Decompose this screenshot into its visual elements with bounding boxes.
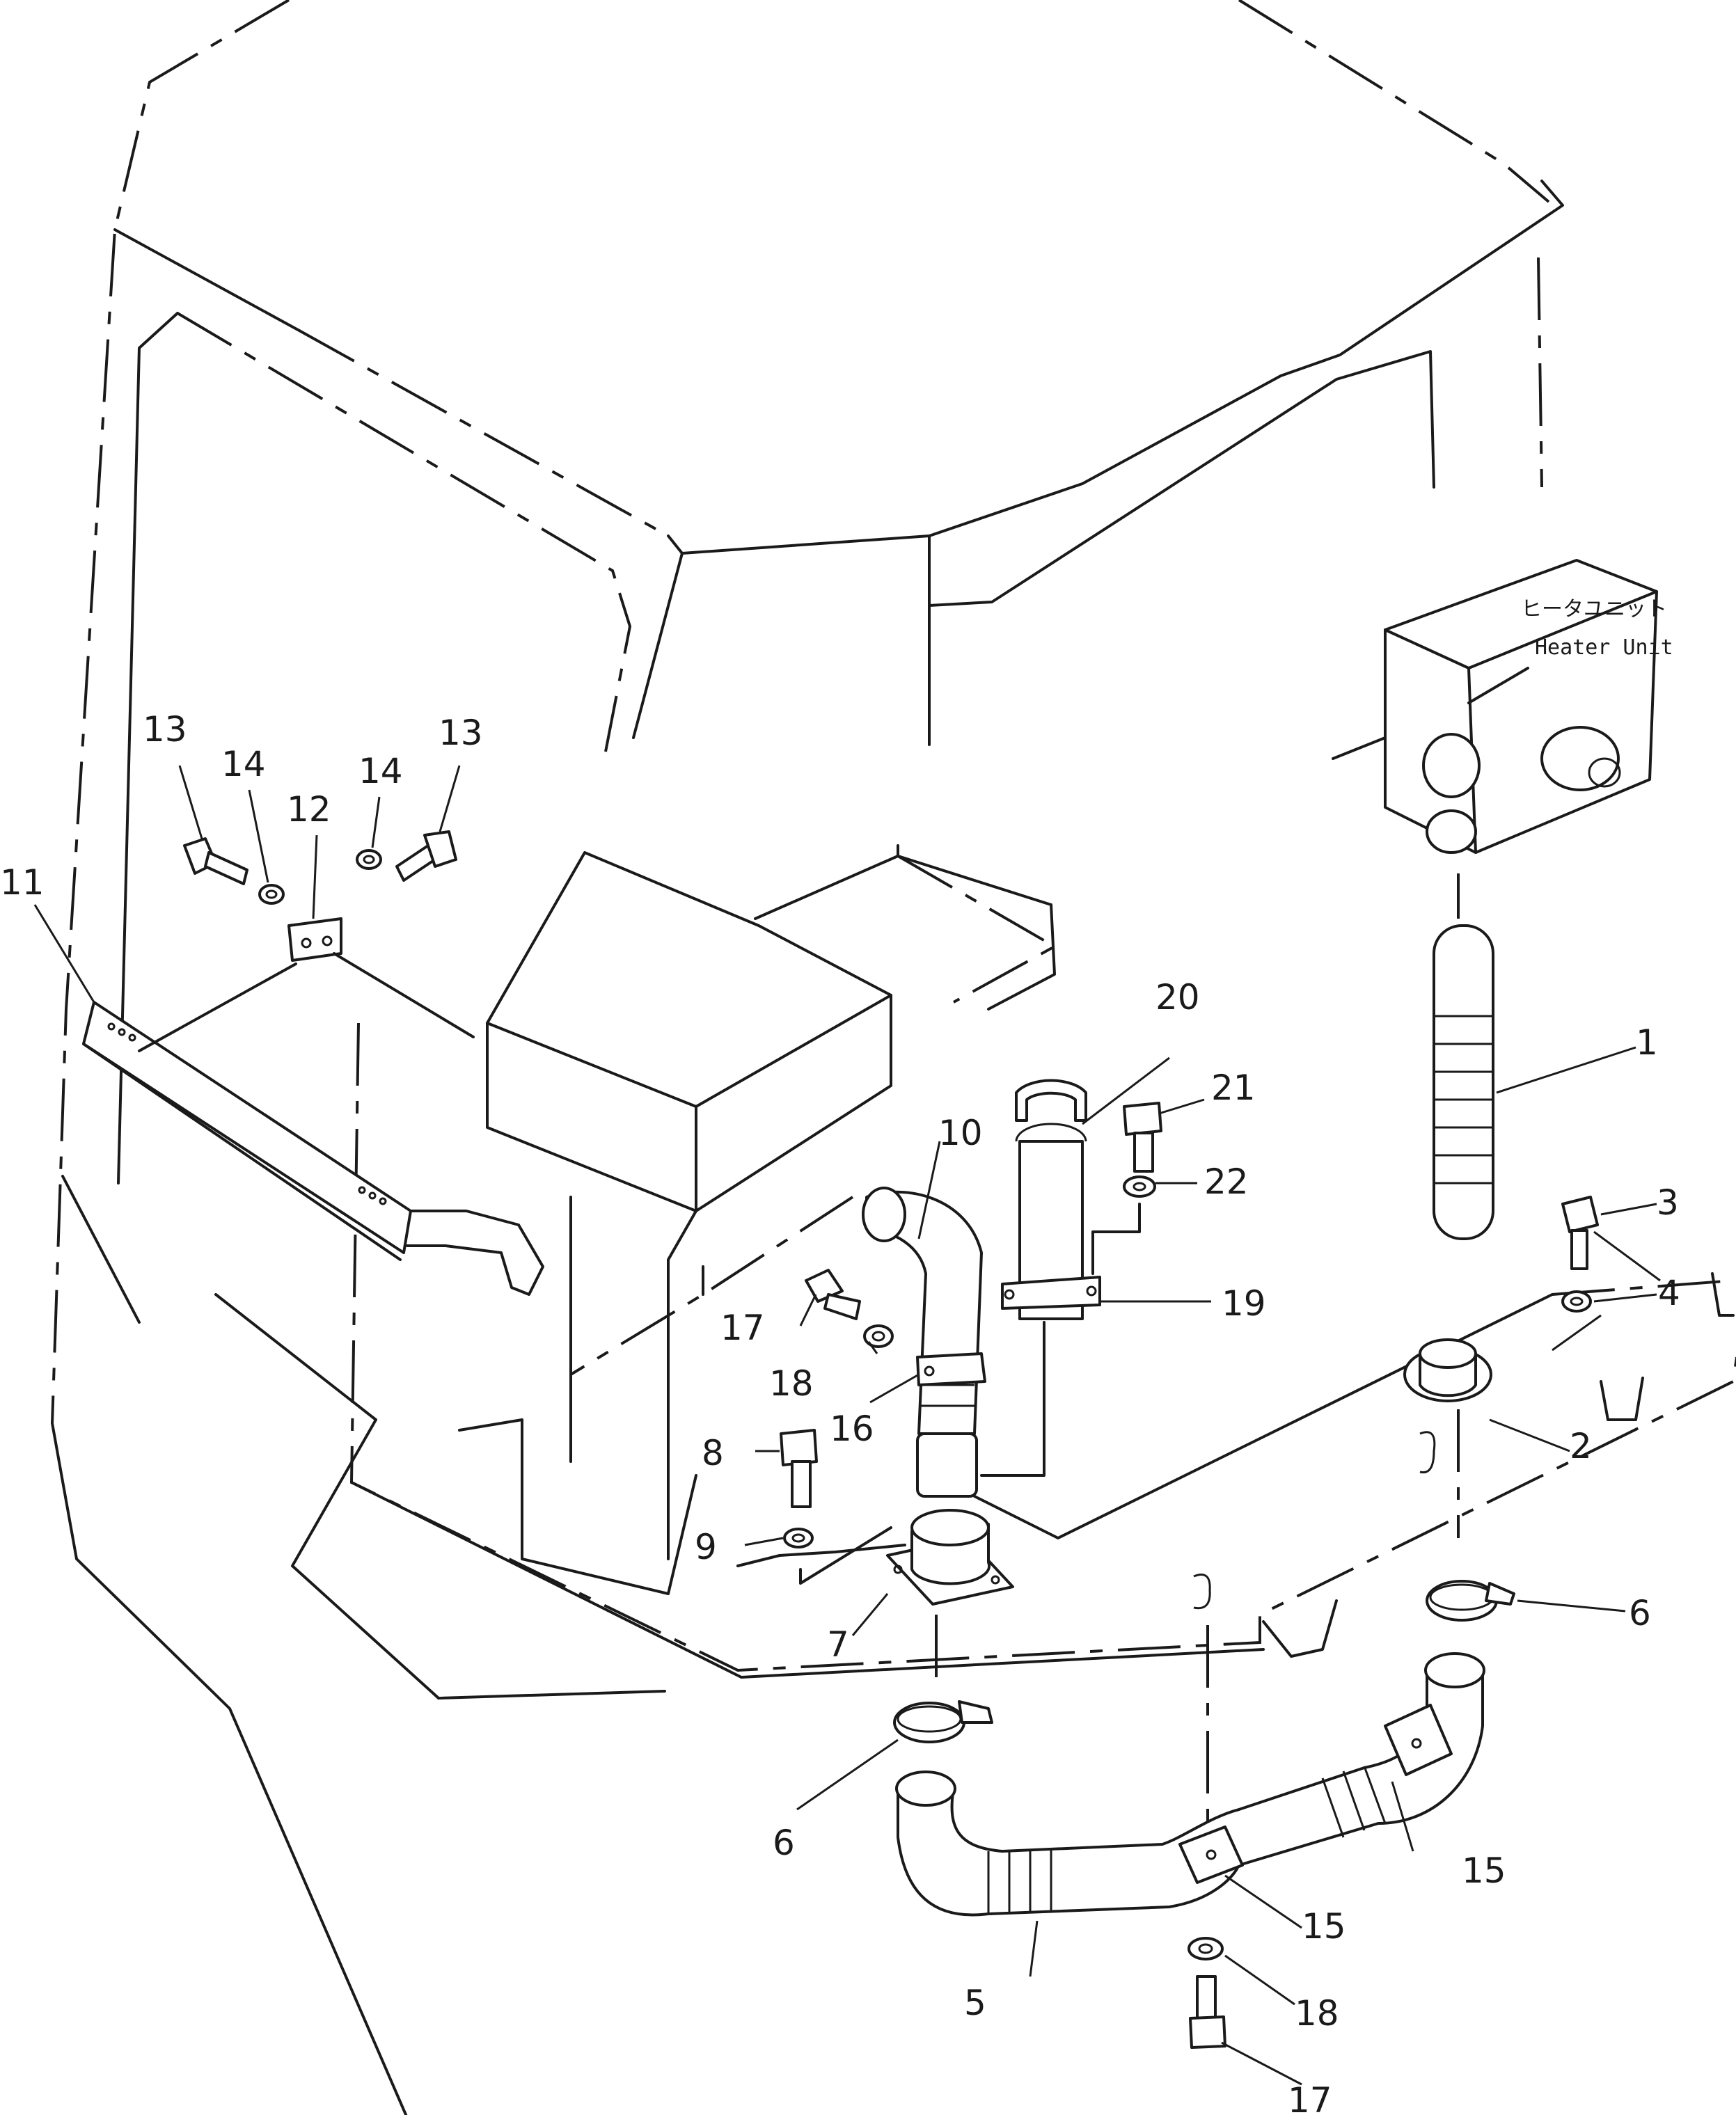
cab-outline	[51, 0, 1564, 2115]
bolt-8	[780, 1429, 818, 1508]
callout-6-left: 6	[773, 1823, 795, 1863]
callout-7: 7	[827, 1624, 849, 1665]
callout-11: 11	[0, 862, 45, 903]
leader-lines	[33, 765, 1661, 2086]
callout-13-left: 13	[143, 709, 187, 750]
callout-13-right: 13	[439, 713, 483, 753]
flange-7	[886, 1509, 1014, 1606]
callout-15-right: 15	[1462, 1851, 1506, 1891]
floor-panel	[349, 1022, 1736, 1679]
bolt-17-upper	[805, 1269, 861, 1320]
clip-20	[1015, 1079, 1087, 1122]
clamp-15-upper	[1384, 1704, 1453, 1776]
hose-1	[1433, 924, 1494, 1240]
clamp-16	[916, 1352, 986, 1386]
washer-18-upper	[863, 1324, 894, 1348]
callout-6-right: 6	[1629, 1593, 1651, 1633]
callout-5: 5	[964, 1983, 986, 2023]
bracket-12	[138, 917, 475, 1052]
pipe-with-cover	[1001, 1123, 1101, 1320]
seal-mark-right	[1419, 1431, 1436, 1474]
callout-16: 16	[830, 1409, 874, 1449]
clamp-6-right	[1426, 1580, 1515, 1622]
heater-unit-label-jp: ヒータユニット	[1521, 597, 1667, 621]
callout-3: 3	[1657, 1182, 1679, 1223]
callout-9: 9	[695, 1527, 717, 1567]
flange-2	[1403, 1338, 1492, 1402]
callout-14-right: 14	[358, 751, 403, 791]
bolt-17-lower	[1189, 1975, 1226, 2049]
washer-14-right	[356, 849, 382, 870]
washer-18-lower	[1187, 1937, 1224, 1960]
washer-9	[783, 1528, 814, 1548]
bolt-13-right	[395, 830, 457, 882]
seal-mark-center	[1193, 1574, 1211, 1610]
bolt-3	[1561, 1196, 1599, 1270]
callout-1: 1	[1636, 1022, 1658, 1063]
washer-4	[1561, 1290, 1592, 1313]
callout-14-left: 14	[221, 744, 266, 784]
callout-10: 10	[938, 1113, 983, 1153]
heater-unit	[1332, 559, 1658, 854]
bolt-8-leader	[799, 1526, 892, 1585]
pipe-leader	[980, 1321, 1045, 1477]
bolt-21	[1123, 1102, 1162, 1173]
clamp-15-lower	[1178, 1825, 1244, 1884]
callout-15-lower: 15	[1302, 1906, 1346, 1947]
callout-8: 8	[702, 1433, 724, 1473]
heater-unit-label-en: Heater Unit	[1535, 635, 1673, 660]
washer-22	[1123, 1175, 1156, 1198]
callout-17-lower: 17	[1288, 2080, 1332, 2115]
callout-4: 4	[1658, 1273, 1680, 1313]
callout-19: 19	[1222, 1283, 1266, 1324]
side-vent-11	[82, 1001, 544, 1296]
callout-18-lower: 18	[1295, 1993, 1339, 2034]
callout-18-upper: 18	[769, 1363, 814, 1404]
callout-labels: 1 2 3 4 5 6 6 7 8 9 10 11 12 13 13 14 14…	[0, 709, 1680, 2115]
callout-12: 12	[287, 789, 331, 830]
clamp-6-left	[893, 1700, 993, 1743]
callout-2: 2	[1570, 1426, 1592, 1466]
callout-17-upper: 17	[720, 1308, 765, 1348]
heater-duct-housing	[486, 844, 1058, 1560]
washer-14-left	[258, 884, 285, 905]
callout-20: 20	[1155, 977, 1200, 1017]
bolt-13-left	[183, 837, 248, 885]
bolt-21-leader	[1091, 1203, 1141, 1275]
callout-21: 21	[1211, 1068, 1256, 1108]
callout-22: 22	[1204, 1162, 1249, 1202]
pipe-5	[895, 1652, 1485, 1917]
